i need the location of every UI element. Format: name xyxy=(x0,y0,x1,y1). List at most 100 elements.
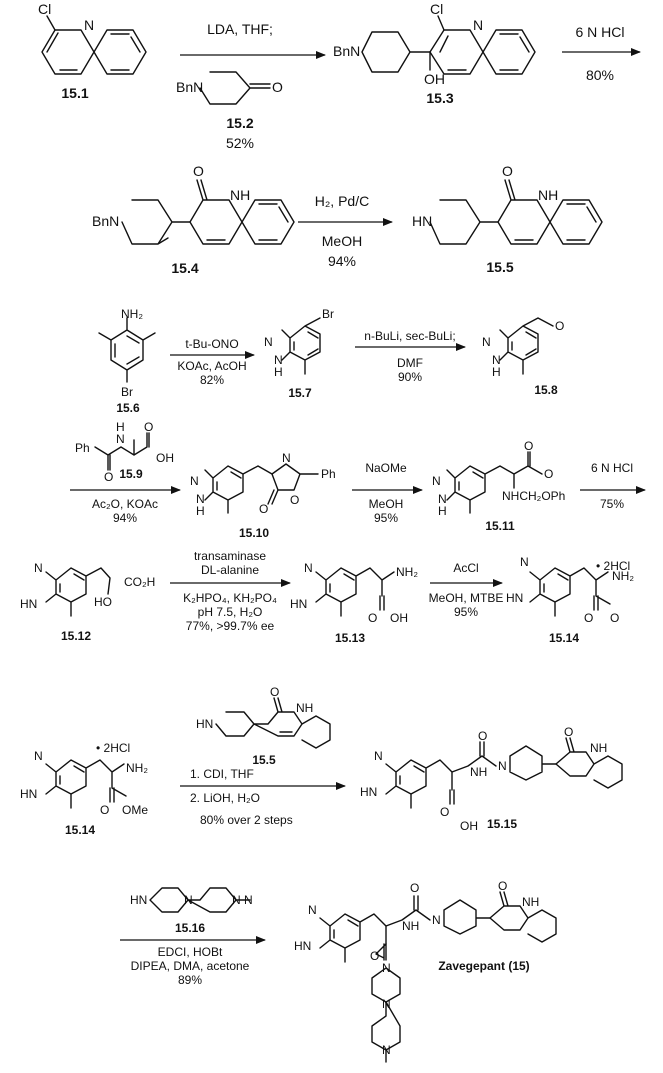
atom-label: HN xyxy=(412,213,432,229)
atom-label: O xyxy=(104,470,113,484)
atom-label: N xyxy=(264,335,273,349)
reaction-step-6: Ph N H O OH O 15.9 Ac₂O, KOAc 94% xyxy=(70,420,181,525)
atom-label: O xyxy=(498,879,507,893)
reagent-text: MeOH xyxy=(322,233,362,249)
reaction-step-11: HN O NH 15.5 1. CDI, THF 2. LiOH, H₂O 80… xyxy=(180,685,346,827)
reagent-text: H₂, Pd/C xyxy=(315,193,369,209)
atom-label: O xyxy=(564,725,573,739)
compound-label: 15.5 xyxy=(252,753,276,767)
compound-15-11: N N H O O NHCH₂OPh 15.11 xyxy=(432,439,565,533)
atom-label: N xyxy=(492,353,501,367)
reaction-step-8: 6 N HCl 75% xyxy=(580,461,646,511)
reagent-text: n-BuLi, sec-BuLi; xyxy=(364,329,455,343)
compound-label: 15.8 xyxy=(534,383,558,397)
yield-text: 52% xyxy=(226,135,254,151)
reagent-text: 6 N HCl xyxy=(591,461,633,475)
reagent-text: EDCI, HOBt xyxy=(158,945,223,959)
reagent-text: transaminase xyxy=(194,549,266,563)
atom-label: O xyxy=(368,611,377,625)
atom-label: OH xyxy=(460,819,478,833)
compound-label: 15.15 xyxy=(487,817,517,831)
atom-label: NH xyxy=(402,919,419,933)
atom-label: N xyxy=(244,893,253,907)
reagent-text: DMF xyxy=(397,356,423,370)
yield-text: 80% over 2 steps xyxy=(200,813,293,827)
atom-label: NHCH₂OPh xyxy=(502,489,565,503)
yield-text: 90% xyxy=(398,370,422,384)
reaction-step-2: 6 N HCl 80% xyxy=(562,24,641,83)
atom-label: Br xyxy=(121,385,133,399)
compound-15-3: Cl N BnN OH 15.3 xyxy=(333,1,536,106)
compound-label: 15.10 xyxy=(239,526,269,540)
yield-text: 80% xyxy=(586,67,614,83)
atom-label: N xyxy=(438,492,447,506)
atom-label: N xyxy=(282,451,291,465)
atom-label: NH xyxy=(230,187,250,203)
atom-label: • 2HCl xyxy=(96,741,130,755)
atom-label: Ph xyxy=(75,441,90,455)
reagent-text: KOAc, AcOH xyxy=(177,359,246,373)
atom-label: • 2HCl xyxy=(596,559,630,573)
compound-15-15: N HN O NH N O NH O OH 15.15 xyxy=(360,725,623,833)
atom-label: O xyxy=(144,420,153,434)
reaction-step-7: NaOMe MeOH 95% xyxy=(352,461,423,525)
atom-label: HO xyxy=(94,595,112,609)
yield-text: 89% xyxy=(178,973,202,987)
atom-label: OH xyxy=(156,451,174,465)
compound-15-7: N N H Br 15.7 xyxy=(264,307,334,400)
atom-label: N xyxy=(190,474,199,488)
reagent-text: DL-alanine xyxy=(201,563,259,577)
reagent-text: NaOMe xyxy=(365,461,407,475)
atom-label: N xyxy=(84,17,94,33)
atom-label: O xyxy=(370,949,379,963)
compound-label: 15.2 xyxy=(226,115,253,131)
atom-label: NH₂ xyxy=(396,565,418,579)
compound-label: 15.13 xyxy=(335,631,365,645)
atom-label: Ph xyxy=(321,467,336,481)
compound-15-12: N HN HO CO₂H 15.12 xyxy=(20,561,155,643)
atom-label: O xyxy=(410,881,419,895)
reagent-text: AcCl xyxy=(453,561,478,575)
atom-label: N xyxy=(374,749,383,763)
reaction-step-3: H₂, Pd/C MeOH 94% xyxy=(298,193,393,269)
atom-label: O xyxy=(440,805,449,819)
compound-zavegepant: N HN O NH N O NH O N N N Zavegepant (15) xyxy=(294,879,557,1063)
atom-label: H xyxy=(274,365,283,379)
compound-label: 15.12 xyxy=(61,629,91,643)
atom-label: NH₂ xyxy=(121,307,143,321)
compound-label: 15.4 xyxy=(171,260,198,276)
yield-text: 95% xyxy=(454,605,478,619)
atom-label: N xyxy=(520,555,529,569)
atom-label: NH xyxy=(538,187,558,203)
reagent-text: t-Bu-ONO xyxy=(185,337,238,351)
atom-label: O xyxy=(555,319,564,333)
reaction-step-12: HN N N N 15.16 EDCI, HOBt DIPEA, DMA, ac… xyxy=(120,887,266,987)
reagent-text: K₂HPO₄, KH₂PO₄ xyxy=(183,591,277,605)
compound-label: 15.7 xyxy=(288,386,312,400)
yield-text: 82% xyxy=(200,373,224,387)
atom-label: N xyxy=(34,749,43,763)
atom-label: O xyxy=(193,163,204,179)
yield-text: 75% xyxy=(600,497,624,511)
atom-label: O xyxy=(270,685,279,699)
atom-label: O xyxy=(502,163,513,179)
yield-text: 94% xyxy=(113,511,137,525)
compound-15-13: N HN NH₂ O OH 15.13 xyxy=(290,561,418,645)
compound-15-1: Cl N 15.1 xyxy=(38,1,147,101)
atom-label: BnN xyxy=(176,79,203,95)
compound-15-4: O NH BnN 15.4 xyxy=(92,163,295,276)
compound-label: 15.6 xyxy=(116,401,140,415)
atom-label: N xyxy=(473,17,483,33)
yield-text: 77%, >99.7% ee xyxy=(186,619,275,633)
compound-label: 15.14 xyxy=(549,631,579,645)
reagent-text: LDA, THF; xyxy=(207,21,273,37)
atom-label: OH xyxy=(424,71,445,87)
reaction-step-5: n-BuLi, sec-BuLi; DMF 90% xyxy=(355,329,466,384)
atom-label: N xyxy=(304,561,313,575)
atom-label: H xyxy=(438,504,447,518)
atom-label: O xyxy=(544,467,553,481)
atom-label: N xyxy=(274,353,283,367)
atom-label: N xyxy=(184,893,193,907)
compound-label: 15.16 xyxy=(175,921,205,935)
